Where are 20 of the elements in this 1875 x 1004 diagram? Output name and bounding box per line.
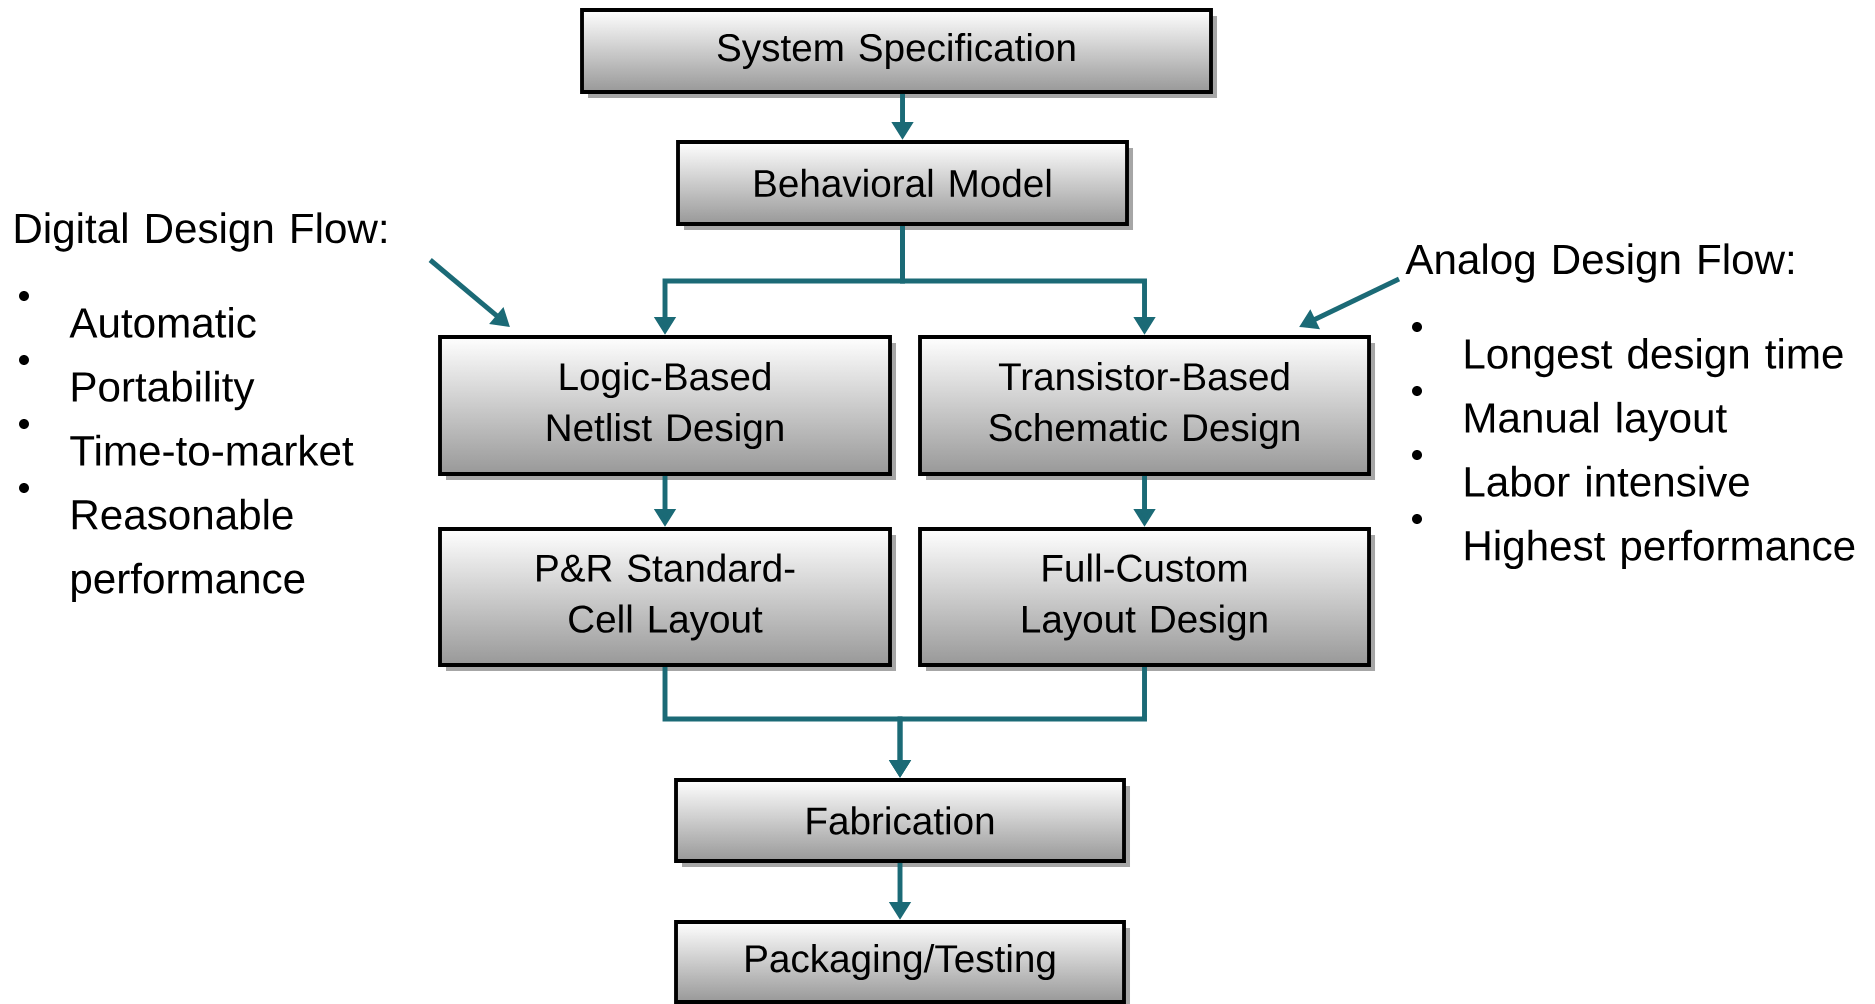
node-label: Highest performance xyxy=(1465,529,1855,570)
node-label: Manual layout xyxy=(1465,401,1727,442)
process-box: System Specification xyxy=(580,8,1217,98)
node-label: Analog Design Flow: xyxy=(1405,243,1793,283)
node-label: Labor intensive xyxy=(1465,465,1749,497)
node-label: Reasonable performance xyxy=(72,498,305,603)
node-label: Portability xyxy=(72,370,255,411)
process-box: Full-Custom Layout Design xyxy=(918,527,1375,671)
process-box: Logic-Based Netlist Design xyxy=(438,335,896,480)
process-box: Packaging/Testing xyxy=(674,920,1130,1004)
process-box: P&R Standard-Cell Layout xyxy=(438,527,896,671)
bullet-list: Analog Design Flow: Longest design time Manual layout Labor intensive Highest performance xyxy=(1405,243,1855,570)
process-box: Behavioral Model xyxy=(676,140,1133,230)
node-label: Automatic xyxy=(69,306,256,338)
process-box: Fabrication xyxy=(674,778,1130,867)
bullet-list: Digital Design Flow: Automatic Portability Time-to-market Reasonable performance xyxy=(15,212,386,603)
node-label: Digital Design Flow: xyxy=(15,212,386,252)
node-label: Longest design time xyxy=(1465,337,1843,378)
node-label: Time-to-market xyxy=(70,434,354,466)
process-box: Transistor-Based Schematic Design xyxy=(918,335,1375,480)
